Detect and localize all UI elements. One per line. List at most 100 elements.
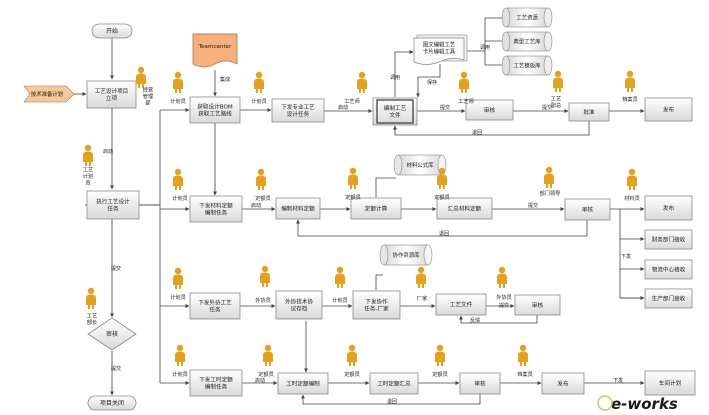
lib_resource-cylinder-start xyxy=(501,7,511,28)
process-manager-icon xyxy=(136,66,146,88)
edge-label: 调用 xyxy=(390,74,400,81)
planner-icon-hours xyxy=(175,344,185,366)
outsource_tech-label: 下发协作任务-厂家 xyxy=(364,297,389,312)
person-body xyxy=(175,351,185,362)
outsource-staff-icon xyxy=(260,265,270,287)
process-staff-icon-top xyxy=(357,71,367,93)
person-leg xyxy=(422,283,424,288)
execute_design-box xyxy=(86,190,140,220)
person-leg xyxy=(631,87,633,92)
dept_production-box xyxy=(644,288,693,309)
review_top-label: 审核 xyxy=(484,106,496,114)
execute_design-label: 执行工艺设计任务 xyxy=(96,197,130,212)
review_material-label: 审核 xyxy=(582,205,594,213)
review_hours-label: 审核 xyxy=(474,379,486,387)
edge-review-craft xyxy=(459,315,538,324)
outsource-staff-label: 外协员 xyxy=(255,296,271,304)
person-head xyxy=(174,71,182,79)
quota-staff-icon-h1 xyxy=(263,344,273,366)
person-leg xyxy=(461,88,463,93)
edge-tool-lib3 xyxy=(484,51,505,66)
project_setup-label: 工艺设计项目立项 xyxy=(95,87,129,102)
person-leg xyxy=(441,361,443,366)
summary_material-box xyxy=(436,197,493,220)
person-leg xyxy=(520,361,522,366)
lib_resource-label: 工艺资源 xyxy=(516,13,538,21)
archivist-icon-hours xyxy=(518,344,528,366)
prepare_material-label: 编制材料定额 xyxy=(281,204,315,212)
start-label: 开始 xyxy=(106,27,118,35)
craft-chief-icon xyxy=(553,70,563,92)
quota-staff-label-2: 定额员 xyxy=(345,193,361,201)
person-head xyxy=(417,266,425,274)
planner-label-hours: 计划员 xyxy=(172,370,188,378)
person-head xyxy=(261,265,269,273)
publish_hours-box xyxy=(541,372,585,395)
person-head xyxy=(436,344,444,352)
person-head xyxy=(498,266,506,274)
person-head xyxy=(348,344,356,352)
planner-icon-top2 xyxy=(254,71,264,93)
dept_logistics-label: 物流中心接收 xyxy=(652,265,686,273)
lib_typical-cylinder-end xyxy=(543,31,553,52)
person-head xyxy=(519,344,527,352)
person-leg xyxy=(256,88,258,93)
review_outsource-box xyxy=(514,294,561,316)
person-head xyxy=(257,168,265,176)
person-leg xyxy=(555,87,557,92)
planner-icon-top xyxy=(173,71,183,93)
person-head xyxy=(349,167,357,175)
person-leg xyxy=(465,88,467,93)
edge-doc-tool xyxy=(394,50,414,97)
person-leg xyxy=(337,283,339,288)
outsource-staff-label-2: 计划员 xyxy=(332,296,348,304)
person-head xyxy=(255,71,263,79)
person-leg xyxy=(546,183,548,188)
person-leg xyxy=(262,185,264,190)
person-leg xyxy=(266,282,268,287)
dept_production-label: 生产部门接收 xyxy=(652,294,686,302)
person-leg xyxy=(627,87,629,92)
process-planner-label: 工艺计划员 xyxy=(83,166,93,186)
person-leg xyxy=(265,361,267,366)
person-leg xyxy=(350,184,352,189)
outsource-staff-label-3: 外协员 xyxy=(496,293,512,301)
person-head xyxy=(84,144,92,152)
person-body xyxy=(459,78,469,89)
assign_outsource-box xyxy=(189,292,241,320)
planner-label-mat: 计划员 xyxy=(172,194,188,202)
outsource-staff-icon-3 xyxy=(497,266,507,288)
edges-layer xyxy=(74,17,645,405)
quota-staff-icon-3 xyxy=(437,167,447,189)
quota-staff-label: 定额员 xyxy=(255,194,271,202)
person-body xyxy=(86,294,96,305)
person-head xyxy=(554,70,562,78)
material-db-label: 材料公式库 xyxy=(407,161,435,169)
person-leg xyxy=(629,185,631,190)
person-head xyxy=(174,168,182,176)
dept_logistics-box xyxy=(644,259,693,280)
person-leg xyxy=(258,185,260,190)
person-leg xyxy=(349,361,351,366)
process-staff-icon-top2 xyxy=(459,71,469,93)
person-head xyxy=(137,66,145,74)
person-head xyxy=(460,71,468,79)
person-leg xyxy=(550,183,552,188)
review_top-box xyxy=(465,99,514,121)
person-head xyxy=(264,344,272,352)
review-decision-diamond xyxy=(87,317,137,351)
assign_outsource-label: 下发外协工艺任务 xyxy=(198,298,232,313)
lib_template-cylinder-end xyxy=(543,55,553,76)
tool-box-shape xyxy=(413,37,465,65)
person-leg xyxy=(418,283,420,288)
dept-leader-label: 部门领导 xyxy=(540,189,561,197)
person-body xyxy=(263,351,273,362)
person-leg xyxy=(633,185,635,190)
quota-staff-label-h2: 定额员 xyxy=(344,370,360,378)
person-leg xyxy=(179,284,181,289)
person-head xyxy=(176,344,184,352)
edge-label: 退回 xyxy=(387,398,397,405)
publish_hours-label: 发布 xyxy=(557,379,569,387)
edge-label: 保存 xyxy=(427,79,437,86)
